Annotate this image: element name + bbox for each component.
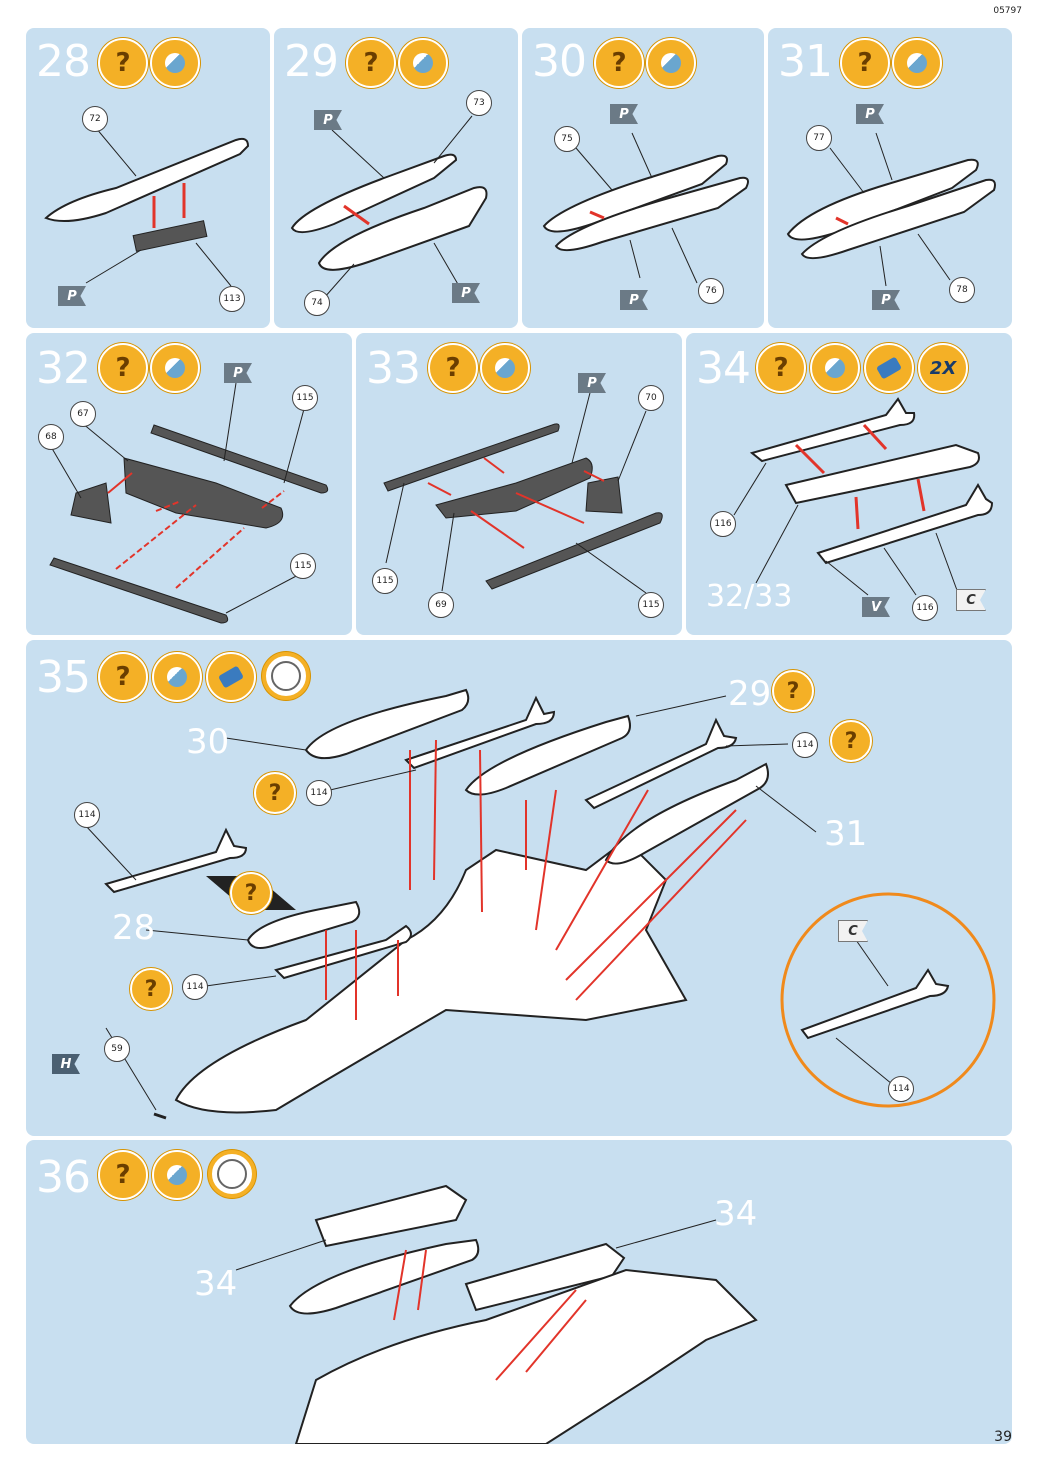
part-number: 116 (710, 511, 736, 537)
part-number: 59 (104, 1036, 130, 1062)
sprue-flag: P (578, 373, 606, 393)
step-number: 33 (366, 343, 421, 394)
help-icon (98, 38, 148, 88)
part-number: 114 (792, 732, 818, 758)
part-number: 115 (638, 592, 664, 618)
sprue-flag: P (872, 290, 900, 310)
step-number: 34 (696, 343, 751, 394)
assembly-reference: 29 (728, 674, 772, 714)
glue-icon (152, 652, 202, 702)
part-number: 73 (466, 90, 492, 116)
assembly-reference: 30 (186, 722, 230, 762)
step-36-drawing (235, 1184, 758, 1444)
part-number: 114 (182, 974, 208, 1000)
part-number: 115 (292, 385, 318, 411)
step-34-panel: 34 116 116 32/33 V C (686, 333, 1012, 635)
part-number: 78 (949, 277, 975, 303)
part-number: 116 (912, 595, 938, 621)
part-number: 114 (306, 780, 332, 806)
help-icon (840, 38, 890, 88)
help-icon (772, 670, 814, 712)
help-icon (230, 872, 272, 914)
part-number: 114 (888, 1076, 914, 1102)
help-icon (130, 968, 172, 1010)
step-number: 31 (778, 36, 833, 87)
help-icon (830, 720, 872, 762)
step-33-panel: 33 70 115 69 115 P (356, 333, 682, 635)
step-number: 35 (36, 652, 91, 703)
sprue-flag: P (856, 104, 884, 124)
help-icon (98, 1150, 148, 1200)
part-number: 70 (638, 385, 664, 411)
multiplier-badge (918, 343, 968, 393)
part-number: 69 (428, 592, 454, 618)
glue-icon (892, 38, 942, 88)
glue-icon (646, 38, 696, 88)
help-icon (98, 343, 148, 393)
glue-icon (152, 1150, 202, 1200)
clock-icon (262, 652, 310, 700)
sprue-flag: P (58, 286, 86, 306)
part-number: 67 (70, 401, 96, 427)
step-number: 29 (284, 36, 339, 87)
step-32-drawing (49, 382, 329, 624)
step-number: 36 (36, 1152, 91, 1203)
glue-icon (150, 343, 200, 393)
step-30-panel: 30 75 76 P P (522, 28, 764, 328)
part-number: 113 (219, 286, 245, 312)
part-number: 77 (806, 125, 832, 151)
assembly-reference: 34 (714, 1194, 758, 1234)
part-number: 75 (554, 126, 580, 152)
part-number: 72 (82, 106, 108, 132)
step-31-drawing (786, 132, 996, 287)
assembly-reference: 31 (824, 814, 868, 854)
assembly-reference: 28 (112, 908, 156, 948)
step-number: 32 (36, 343, 91, 394)
sprue-flag: P (314, 110, 342, 130)
part-number: 115 (372, 568, 398, 594)
glue-icon (398, 38, 448, 88)
step-31-panel: 31 77 78 P P (768, 28, 1012, 328)
glue-icon (150, 38, 200, 88)
step-29-drawing (290, 115, 488, 299)
part-number: 74 (304, 290, 330, 316)
sprue-flag: P (620, 290, 648, 310)
step-28-panel: 28 72 113 P (26, 28, 270, 328)
sprue-flag: P (452, 283, 480, 303)
step-34-drawing (733, 397, 994, 596)
help-icon (98, 652, 148, 702)
sprue-flag: V (862, 597, 890, 617)
glue-icon (480, 343, 530, 393)
step-35-panel: 35 30 29 31 28 114 114 11 (26, 640, 1012, 1136)
paint-brush-icon (206, 652, 256, 702)
step-33-drawing (383, 384, 663, 594)
part-number: 76 (698, 278, 724, 304)
step-30-drawing (542, 132, 749, 284)
part-number: 114 (74, 802, 100, 828)
help-icon (756, 343, 806, 393)
step-35-drawing (85, 688, 996, 1120)
assembly-reference: 34 (194, 1264, 238, 1304)
page-number: 39 (994, 1429, 1012, 1445)
part-number: 115 (290, 553, 316, 579)
step-32-panel: 32 67 68 115 115 P (26, 333, 352, 635)
paint-brush-icon (864, 343, 914, 393)
help-icon (594, 38, 644, 88)
help-icon (346, 38, 396, 88)
sprue-flag: P (224, 363, 252, 383)
step-36-panel: 36 34 34 (26, 1140, 1012, 1444)
step-number: 30 (532, 36, 587, 87)
clock-icon (208, 1150, 256, 1198)
assembly-reference: 32/33 (706, 579, 793, 614)
step-28-drawing (44, 127, 250, 287)
help-icon (254, 772, 296, 814)
step-number: 28 (36, 36, 91, 87)
step-29-panel: 29 73 74 P P (274, 28, 518, 328)
glue-icon (810, 343, 860, 393)
help-icon (428, 343, 478, 393)
sprue-flag: H (52, 1054, 80, 1074)
product-code: 05797 (993, 6, 1022, 16)
part-number: 68 (38, 424, 64, 450)
sprue-flag: P (610, 104, 638, 124)
